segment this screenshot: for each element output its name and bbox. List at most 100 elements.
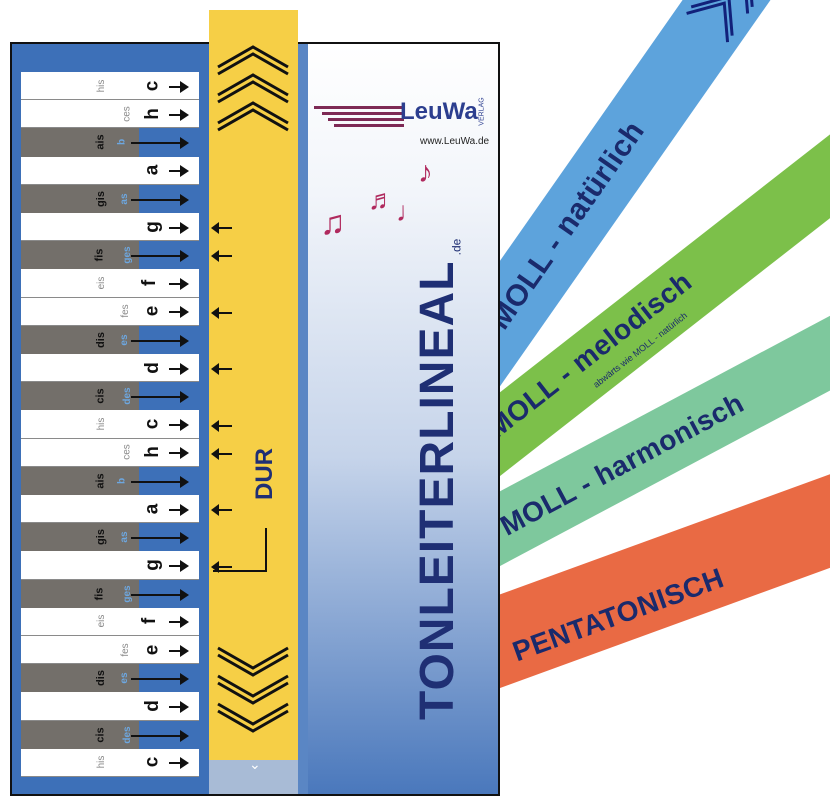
key-flat-name: fes — [120, 304, 132, 318]
chevron-small-icon: ⌄ — [249, 756, 261, 772]
ruler-title-suffix: .de — [449, 238, 464, 256]
key-note-name: c — [141, 80, 163, 91]
key-sharp-name: eis — [95, 614, 107, 628]
key-sharp-name: gis — [94, 190, 107, 207]
key-note-name: h — [141, 446, 163, 458]
title-panel: LeuWa VERLAG www.LeuWa.de ♫ ♬ ♩ ♪ — [308, 44, 498, 794]
arrow-left-icon — [211, 448, 232, 460]
piano-key-c[interactable]: c his — [21, 72, 199, 101]
music-note-icon: ♪ — [418, 156, 433, 189]
key-flat-name: ces — [121, 444, 133, 460]
key-sharp-name: ais — [94, 473, 107, 489]
arrow-right-icon — [169, 757, 189, 770]
arrow-right-icon — [131, 193, 189, 206]
key-sharp-name: eis — [95, 276, 107, 290]
key-note-name: d — [141, 361, 163, 374]
key-note-name: f — [139, 279, 161, 287]
piano-key-a[interactable]: a — [21, 156, 199, 185]
piano-key-c[interactable]: c his — [21, 748, 199, 777]
key-note-name: g — [141, 220, 163, 233]
arrow-right-icon — [131, 729, 189, 742]
arrow-right-icon — [169, 221, 189, 234]
publisher-tag: VERLAG — [478, 97, 486, 126]
arrow-left-icon — [211, 504, 232, 516]
piano-key-d[interactable]: d — [21, 354, 199, 383]
arrow-left-icon — [211, 363, 232, 375]
music-note-icon: ♫ — [320, 204, 346, 242]
arrow-right-icon — [169, 503, 189, 516]
arrow-right-icon — [131, 588, 189, 601]
dur-slider[interactable]: DUR — [209, 10, 298, 760]
arrow-left-icon — [211, 222, 232, 234]
chevron-icon — [686, 0, 754, 43]
key-sharp-name: gis — [94, 529, 107, 546]
key-flat-name: des — [122, 726, 134, 744]
key-flat-name: fes — [120, 642, 132, 657]
key-note-name: a — [141, 164, 163, 176]
key-sharp-name: his — [95, 755, 107, 769]
key-flat-name: des — [122, 387, 134, 405]
key-note-name: f — [139, 618, 161, 625]
piano-key-cis[interactable]: cis des — [21, 382, 189, 411]
music-note-icon: ♩ — [396, 196, 424, 227]
strip-label: PENTATONISCH — [508, 562, 728, 668]
key-flat-name: as — [119, 531, 131, 543]
arrow-right-icon — [169, 418, 189, 431]
piano-key-fis[interactable]: fis ges — [21, 579, 189, 608]
piano-key-cis[interactable]: cis des — [21, 720, 189, 749]
arrow-right-icon — [169, 306, 189, 319]
arrow-right-icon — [169, 165, 189, 178]
piano-key-g[interactable]: g — [21, 213, 199, 242]
arrow-right-icon — [169, 108, 189, 121]
piano-key-f[interactable]: f eis — [21, 607, 199, 636]
key-sharp-name: cis — [94, 388, 107, 404]
dur-label: DUR — [251, 448, 278, 500]
key-sharp-name: cis — [94, 727, 107, 743]
arrow-left-icon — [211, 561, 232, 573]
piano-key-d[interactable]: d — [21, 692, 199, 721]
key-flat-name: b — [116, 477, 128, 484]
piano-key-ais[interactable]: ais b — [21, 466, 189, 495]
arrow-right-icon — [169, 559, 189, 572]
arrow-right-icon — [169, 616, 189, 629]
strip-moll-natuerlich[interactable]: MOLL - natürlich — [428, 0, 809, 405]
publisher-url: www.LeuWa.de — [420, 136, 490, 147]
key-flat-name: ges — [122, 246, 134, 264]
key-note-name: g — [141, 559, 163, 571]
arrow-right-icon — [169, 362, 189, 375]
key-sharp-name: his — [95, 79, 107, 92]
key-sharp-name: his — [95, 417, 107, 431]
key-note-name: h — [141, 107, 163, 120]
arrow-left-icon — [211, 307, 232, 319]
key-note-name: e — [141, 644, 163, 655]
piano-key-a[interactable]: a — [21, 495, 199, 524]
arrow-right-icon — [169, 644, 189, 657]
ruler-title: TONLEITERLINEAL — [411, 260, 464, 720]
piano-key-f[interactable]: f eis — [21, 269, 199, 298]
publisher-logo: LeuWa — [400, 98, 478, 125]
key-flat-name: es — [119, 334, 131, 346]
dur-bracket — [213, 528, 267, 572]
piano-key-g[interactable]: g — [21, 551, 199, 580]
key-flat-name: ges — [122, 585, 134, 603]
key-flat-name: b — [116, 139, 128, 146]
key-note-name: c — [141, 757, 163, 768]
arrow-right-icon — [169, 277, 189, 290]
key-flat-name: ces — [121, 106, 133, 122]
chevron-up-icon — [217, 45, 289, 132]
arrow-right-icon — [131, 137, 189, 150]
arrow-right-icon — [131, 532, 189, 545]
key-sharp-name: fis — [93, 587, 106, 601]
